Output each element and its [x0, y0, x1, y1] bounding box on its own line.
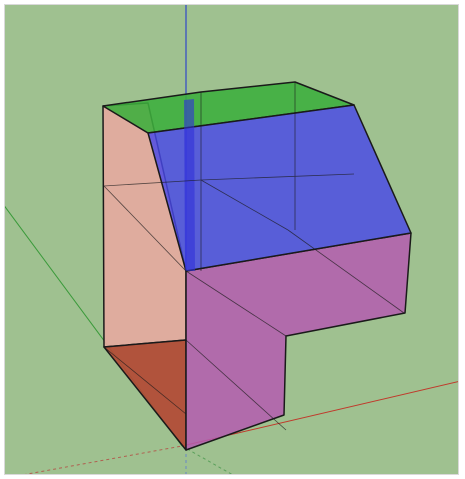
green-axis-dashed [181, 445, 233, 474]
red-axis-dashed [24, 445, 183, 474]
top-face[interactable] [102, 81, 355, 134]
axis-column [184, 99, 195, 271]
model[interactable] [102, 81, 412, 451]
glass-face[interactable] [147, 104, 412, 272]
model-canvas[interactable] [4, 4, 459, 475]
3d-viewport[interactable] [4, 4, 459, 475]
inner-edges [103, 82, 405, 431]
